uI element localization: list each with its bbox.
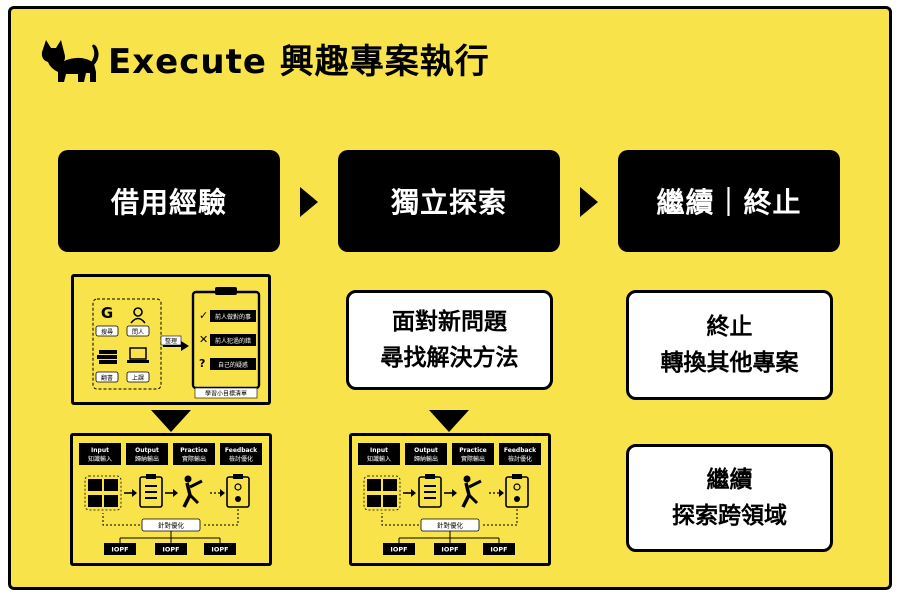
iopf-loop-label: IOPF xyxy=(111,546,128,554)
iopf-header xyxy=(173,443,215,465)
stage-explore: 獨立探索 xyxy=(338,150,560,252)
iopf-header-en: Input xyxy=(370,447,388,454)
iopf-header-zh: 檢討優化 xyxy=(508,455,532,463)
laptop-icon xyxy=(127,347,149,363)
iopf-header-en: Practice xyxy=(180,447,208,454)
iopf-header-zh: 實際輸出 xyxy=(182,455,206,463)
question-icon: ? xyxy=(199,357,205,370)
open-book-icon xyxy=(367,479,397,507)
stop-box: 終止 轉換其他專案 xyxy=(626,290,833,400)
iopf-header-en: Output xyxy=(414,447,438,454)
problem-box: 面對新問題 尋找解決方法 xyxy=(346,290,553,390)
iopf-header xyxy=(220,443,262,465)
arrow-down-icon xyxy=(429,410,469,432)
stage-continue-stop: 繼續｜終止 xyxy=(618,150,840,252)
search-icon: G xyxy=(101,304,113,322)
iopf-loop xyxy=(155,543,187,555)
optimize-label: 針對優化 xyxy=(437,521,464,530)
borrow-diagram: G 搜尋 問人 翻書 上課 整理 ✓ 前人做對的事 ✕ 前人犯過的錯 ? 自己的… xyxy=(74,277,268,402)
cat-icon xyxy=(41,40,99,82)
iopf-header xyxy=(358,443,400,465)
clipboard-icon xyxy=(418,474,442,508)
check-icon: ✓ xyxy=(199,309,208,322)
kick-figure-icon xyxy=(182,475,203,508)
iopf-header xyxy=(452,443,494,465)
iopf-header-en: Practice xyxy=(459,447,487,454)
problem-line: 面對新問題 xyxy=(392,309,507,335)
iopf-loop xyxy=(483,543,515,555)
arrow-right-icon xyxy=(580,187,598,217)
kick-figure-icon xyxy=(461,475,482,508)
iopf-loop-label: IOPF xyxy=(162,546,179,554)
checklist-item: 前人做對的事 xyxy=(215,313,251,321)
iopf-loop-label: IOPF xyxy=(390,546,407,554)
iopf-header-en: Output xyxy=(135,447,159,454)
stop-line: 終止 xyxy=(706,314,753,340)
evaluation-clipboard-icon xyxy=(226,474,250,508)
title-brand: Execute xyxy=(108,41,267,82)
iopf-header xyxy=(499,443,541,465)
open-book-icon xyxy=(88,479,118,507)
iopf-loop-label: IOPF xyxy=(441,546,458,554)
iopf-loop-label: IOPF xyxy=(490,546,507,554)
iopf-header-zh: 知識輸入 xyxy=(88,455,112,463)
stage-borrow: 借用經驗 xyxy=(58,150,280,252)
checklist-title: 學習小目標清單 xyxy=(205,390,247,398)
iopf-header xyxy=(126,443,168,465)
source-search: 搜尋 xyxy=(101,328,113,336)
optimize-label: 針對優化 xyxy=(158,521,185,530)
iopf-header-en: Input xyxy=(91,447,109,454)
problem-line: 尋找解決方法 xyxy=(380,345,519,371)
clipboard-icon xyxy=(139,474,163,508)
arrow-down-icon xyxy=(151,410,191,432)
continue-line: 繼續 xyxy=(706,467,753,493)
iopf-loop xyxy=(434,543,466,555)
iopf-loop xyxy=(204,543,236,555)
iopf-header-zh: 檢討優化 xyxy=(229,455,253,463)
continue-box: 繼續 探索跨領域 xyxy=(626,444,833,552)
continue-line: 探索跨領域 xyxy=(672,503,787,529)
cross-icon: ✕ xyxy=(199,333,208,346)
source-class: 上課 xyxy=(132,374,144,382)
iopf-header-zh: 歸納輸出 xyxy=(135,455,159,463)
iopf-header xyxy=(79,443,121,465)
iopf-header-en: Feedback xyxy=(225,447,258,454)
iopf-loop xyxy=(383,543,415,555)
source-books: 翻書 xyxy=(101,374,113,382)
stop-line: 轉換其他專案 xyxy=(660,350,799,376)
iopf-header-zh: 實際輸出 xyxy=(461,455,485,463)
book-stack-icon xyxy=(97,350,117,364)
iopf-loop-label: IOPF xyxy=(211,546,228,554)
iopf-header-zh: 知識輸入 xyxy=(367,455,391,463)
arrow-right-icon xyxy=(300,187,318,217)
iopf-header-zh: 歸納輸出 xyxy=(414,455,438,463)
iopf-header-en: Feedback xyxy=(504,447,537,454)
person-icon xyxy=(130,307,146,324)
slide-title: Execute 興趣專案執行 xyxy=(36,28,490,88)
source-ask: 問人 xyxy=(132,329,144,336)
organize-label: 整理 xyxy=(165,337,177,345)
evaluation-clipboard-icon xyxy=(505,474,529,508)
iopf-loop xyxy=(104,543,136,555)
title-subtitle: 興趣專案執行 xyxy=(279,41,490,82)
borrow-panel: G 搜尋 問人 翻書 上課 整理 ✓ 前人做對的事 ✕ 前人犯過的錯 ? 自己的… xyxy=(71,274,271,405)
checklist-item: 前人犯過的錯 xyxy=(215,337,251,345)
checklist-item: 自己的疑惑 xyxy=(218,361,248,369)
iopf-header xyxy=(405,443,447,465)
